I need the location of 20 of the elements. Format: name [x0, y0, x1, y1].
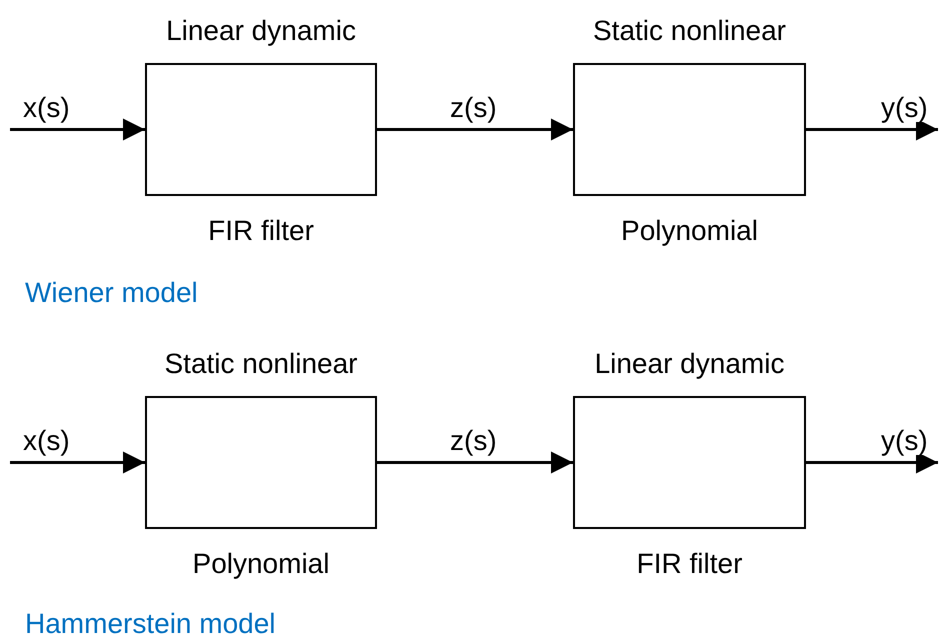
block-caption: FIR filter: [636, 548, 744, 580]
signal-label: y(s): [880, 426, 929, 454]
block-caption: Polynomial: [620, 215, 759, 247]
arrow: [10, 452, 145, 474]
signal-label: x(s): [22, 426, 71, 454]
signal-label: x(s): [22, 94, 71, 122]
arrow: [377, 452, 573, 474]
signal-label: y(s): [880, 94, 929, 122]
arrow: [10, 118, 145, 140]
block-heading: Linear dynamic: [594, 348, 786, 380]
block-caption: Polynomial: [192, 548, 330, 580]
signal-label: z(s): [449, 426, 498, 454]
arrow: [377, 118, 573, 140]
block-heading: Static nonlinear: [163, 348, 358, 380]
model-caption: Hammerstein model: [25, 608, 276, 639]
signal-label: z(s): [449, 94, 498, 122]
block-heading: Static nonlinear: [592, 15, 787, 47]
block-heading: Linear dynamic: [165, 15, 357, 47]
model-caption: Wiener model: [25, 277, 198, 309]
block-caption: FIR filter: [207, 215, 315, 247]
